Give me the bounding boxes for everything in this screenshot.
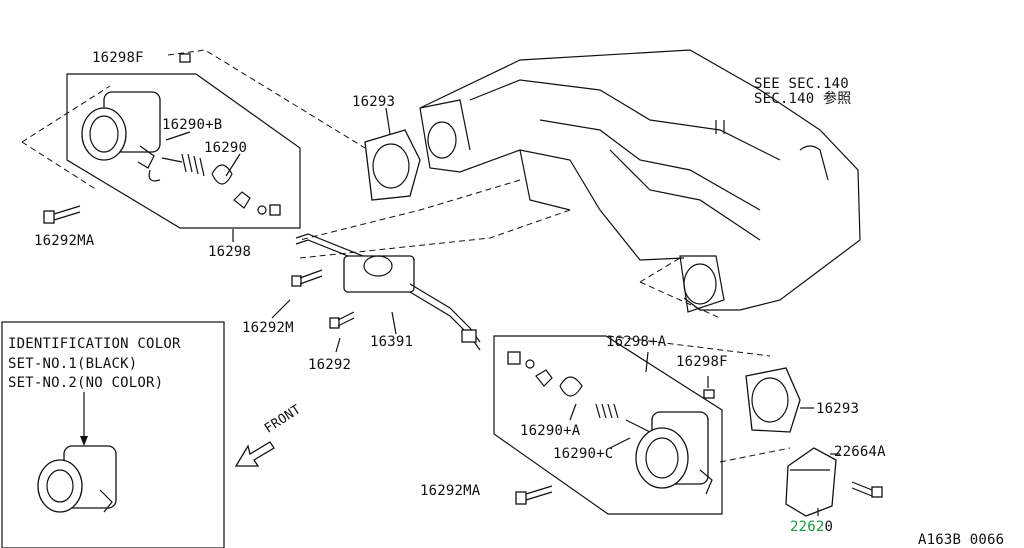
front-arrow-icon: [234, 441, 275, 467]
throttle-body-upper: [81, 91, 161, 182]
see-sec-line1: SEE SEC.140: [754, 76, 849, 92]
label-16292M: 16292M: [242, 320, 294, 336]
label-22620[interactable]: 22620: [790, 519, 833, 535]
bolt-16292M: [291, 269, 323, 287]
label-16292: 16292: [308, 357, 352, 373]
bolt-upper-left: [43, 205, 81, 224]
bolt-22664A: [851, 481, 883, 498]
diagram-code: A163B 0066: [918, 532, 1005, 548]
label-16298F-right: 16298F: [676, 354, 728, 370]
gasket-upper: [364, 129, 421, 201]
intake-manifold: [419, 49, 861, 313]
assembly-box-upper: [66, 73, 301, 229]
throttle-body-identification: [37, 445, 117, 513]
bolt-16292MA-lower: [515, 485, 553, 505]
arrow-down-icon: [80, 436, 88, 446]
label-22620-highlight[interactable]: 2262: [790, 519, 825, 535]
identification-box: [1, 321, 225, 548]
assembly-box-lower: [493, 335, 723, 515]
label-16290B: 16290+B: [162, 117, 223, 133]
label-16290C: 16290+C: [553, 446, 614, 462]
label-16290: 16290: [204, 140, 248, 156]
label-16298A: 16298+A: [606, 334, 667, 350]
gasket-lower: [745, 367, 801, 433]
identification-title: IDENTIFICATION COLOR: [8, 336, 181, 352]
label-16293-top: 16293: [352, 94, 396, 110]
label-16298F-top: 16298F: [92, 50, 144, 66]
label-16298: 16298: [208, 244, 252, 260]
label-16292MA-bottom: 16292MA: [420, 483, 481, 499]
bolt-16292: [329, 311, 355, 329]
label-16391: 16391: [370, 334, 414, 350]
throttle-linkage: [295, 233, 481, 351]
spring-lower: [507, 351, 715, 433]
label-16290A: 16290+A: [520, 423, 581, 439]
label-16293-right: 16293: [816, 401, 860, 417]
identification-set1: SET-NO.1(BLACK): [8, 356, 138, 372]
spring-upper: [161, 53, 281, 216]
label-16292MA-left: 16292MA: [34, 233, 95, 249]
see-sec-line2: SEC.140 参照: [754, 91, 852, 107]
label-22620-suffix: 0: [824, 519, 834, 535]
identification-set2: SET-NO.2(NO COLOR): [8, 375, 164, 391]
throttle-body-lower: [635, 411, 713, 495]
label-22664A: 22664A: [834, 444, 886, 460]
sensor-22620: [785, 447, 837, 517]
